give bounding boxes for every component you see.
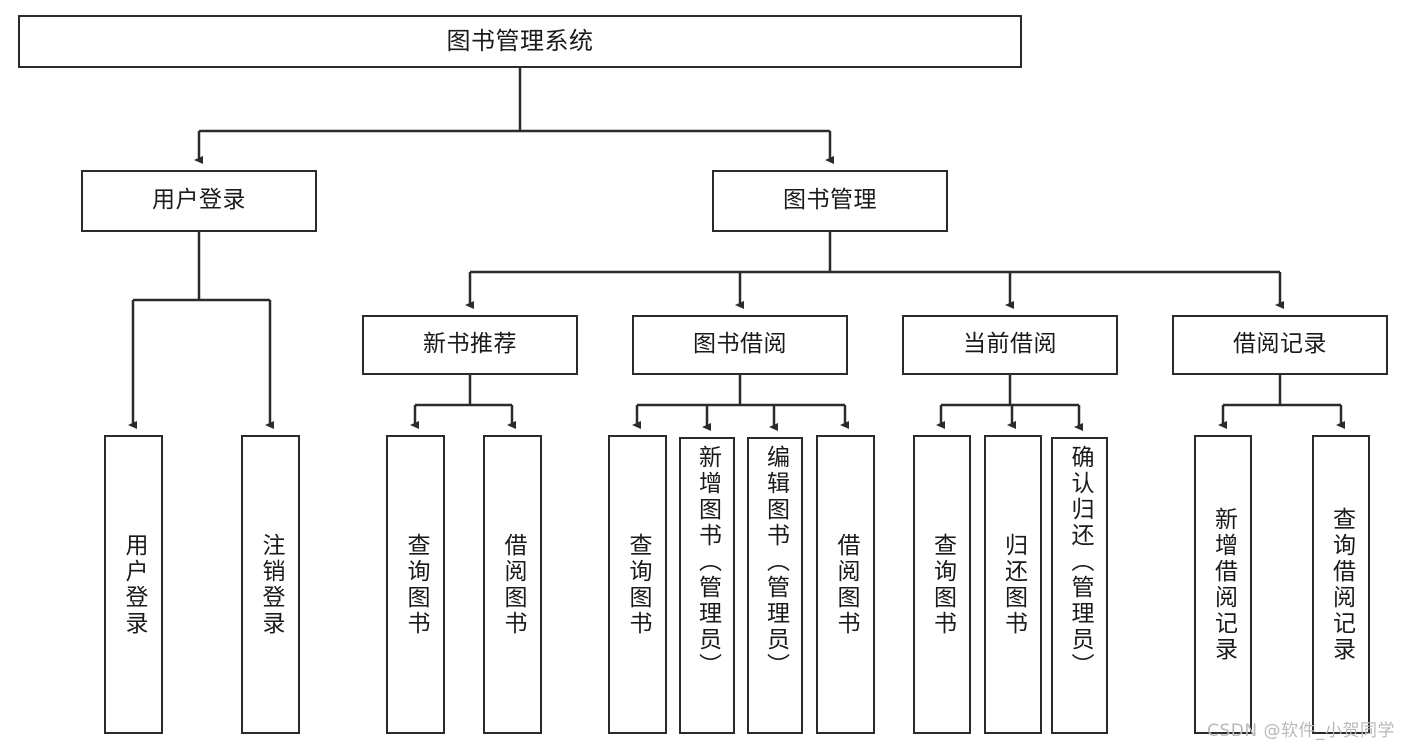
leaf-edit-book-admin[interactable]: 编辑图书（管理员） [747,437,803,734]
node-borrow-record[interactable]: 借阅记录 [1172,315,1388,375]
leaf-user-login[interactable]: 用户登录 [104,435,163,734]
node-label: 用户登录 [121,532,147,637]
node-label: 编辑图书（管理员） [762,445,789,679]
node-label: 归还图书 [1000,532,1027,637]
node-label: 确认归还（管理员） [1067,445,1093,679]
node-book-management[interactable]: 图书管理 [712,170,948,232]
leaf-query-book-recommend[interactable]: 查询图书 [386,435,445,734]
leaf-query-book-borrow[interactable]: 查询图书 [608,435,667,734]
node-label: 新增借阅记录 [1210,506,1237,663]
node-new-book-recommend[interactable]: 新书推荐 [362,315,578,375]
leaf-borrow-book-recommend[interactable]: 借阅图书 [483,435,542,734]
node-label: 借阅图书 [833,532,859,637]
node-label: 借阅记录 [1233,331,1327,358]
node-label: 图书管理系统 [446,27,594,56]
leaf-borrow-book[interactable]: 借阅图书 [816,435,875,734]
node-label: 查询借阅记录 [1328,506,1355,663]
leaf-add-borrow-record[interactable]: 新增借阅记录 [1194,435,1252,734]
node-current-borrow[interactable]: 当前借阅 [902,315,1118,375]
leaf-logout[interactable]: 注销登录 [241,435,300,734]
leaf-query-book-current[interactable]: 查询图书 [913,435,971,734]
node-label: 当前借阅 [963,331,1057,358]
leaf-query-borrow-record[interactable]: 查询借阅记录 [1312,435,1370,734]
leaf-add-book-admin[interactable]: 新增图书（管理员） [679,437,735,734]
node-label: 新增图书（管理员） [694,445,721,679]
node-user-login[interactable]: 用户登录 [81,170,317,232]
leaf-confirm-return-admin[interactable]: 确认归还（管理员） [1051,437,1108,734]
node-label: 注销登录 [258,532,284,637]
node-book-borrow[interactable]: 图书借阅 [632,315,848,375]
node-label: 借阅图书 [500,532,526,637]
node-label: 新书推荐 [423,331,517,358]
node-label: 查询图书 [625,532,651,637]
node-label: 图书借阅 [693,331,787,358]
node-label: 查询图书 [929,532,956,637]
node-label: 查询图书 [403,532,429,637]
node-root-book-management-system[interactable]: 图书管理系统 [18,15,1022,68]
leaf-return-book[interactable]: 归还图书 [984,435,1042,734]
node-label: 图书管理 [783,187,877,214]
node-label: 用户登录 [152,187,246,214]
